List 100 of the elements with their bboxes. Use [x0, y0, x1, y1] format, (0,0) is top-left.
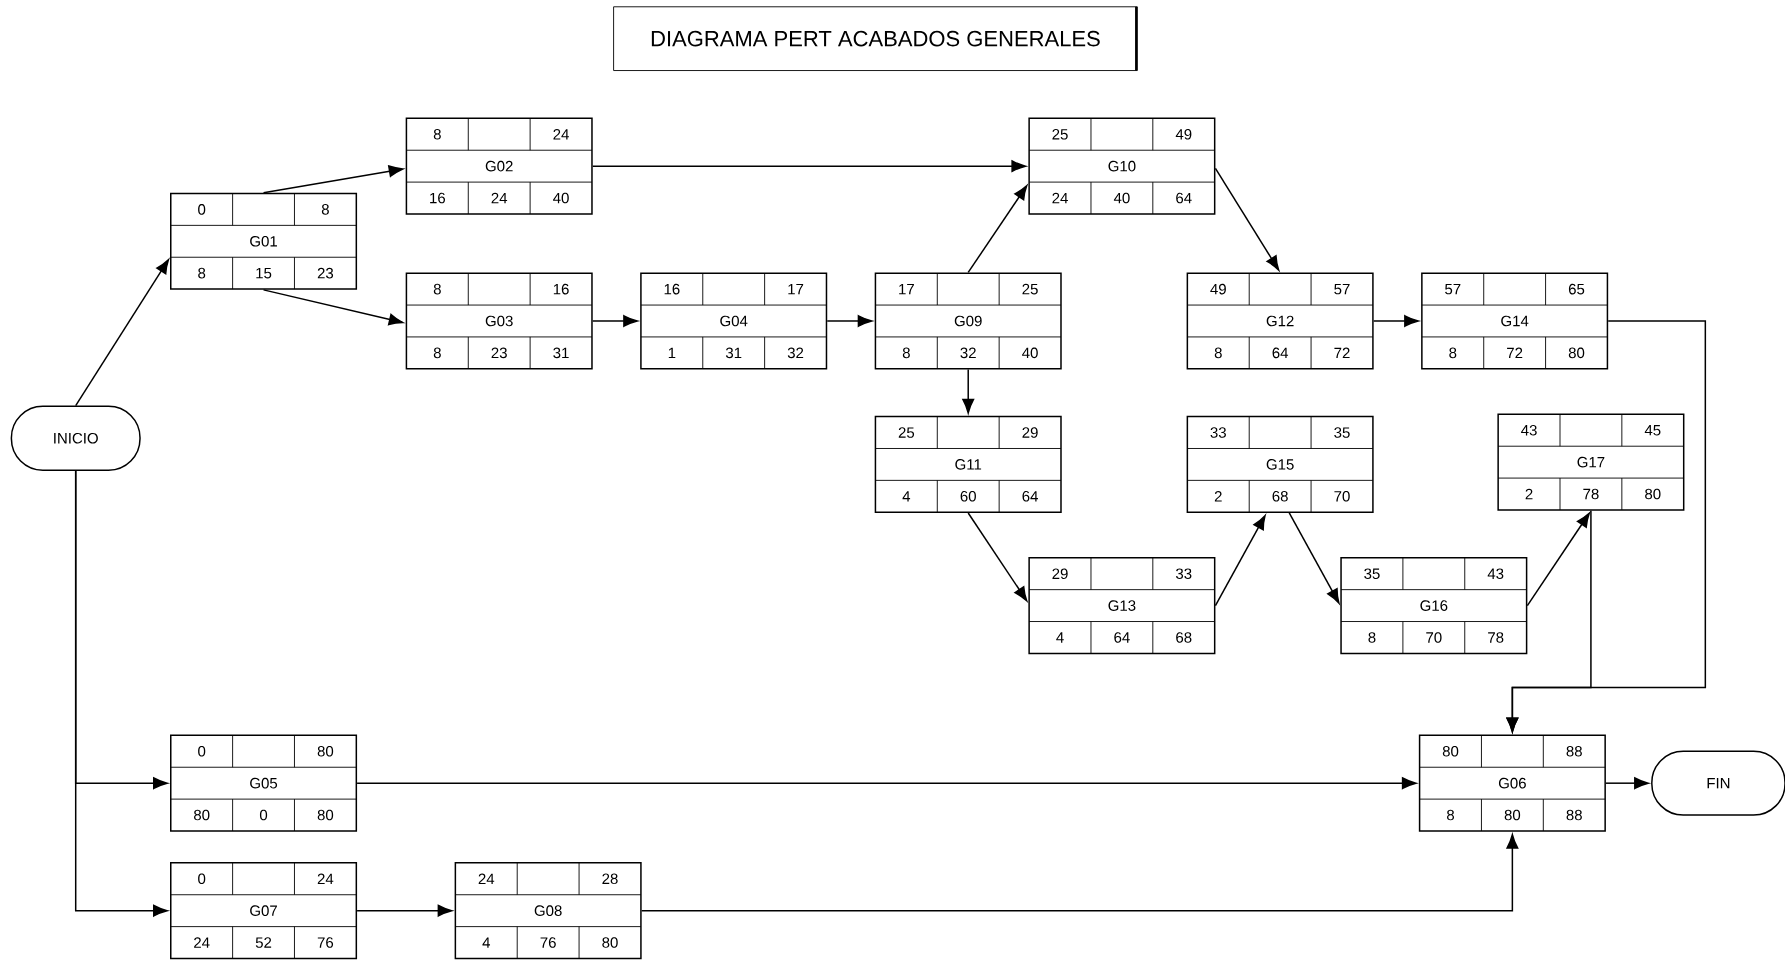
pert-box [874, 272, 1062, 370]
time-value: 8 [1368, 632, 1376, 643]
arrow [592, 160, 1027, 173]
time-value: 70 [1334, 491, 1350, 502]
time-value: 64 [1176, 192, 1192, 204]
arrow [592, 315, 638, 327]
activity-code: G08 [534, 905, 562, 916]
activity-code: G15 [1266, 459, 1294, 470]
arrow [1214, 514, 1266, 607]
time-value: 24 [553, 129, 569, 140]
time-value: 24 [491, 192, 508, 204]
activity-code: G11 [955, 459, 982, 470]
time-value: 60 [960, 491, 976, 502]
time-value: 8 [321, 204, 329, 215]
time-value: 68 [1272, 491, 1288, 502]
time-value: 88 [1566, 746, 1582, 757]
arrow [1605, 777, 1649, 790]
arrow [1526, 512, 1590, 607]
activity-code: G10 [1108, 160, 1136, 172]
arrow [1214, 167, 1280, 271]
activity-code: G13 [1108, 600, 1136, 611]
arrow [967, 512, 1028, 602]
time-value: 0 [259, 809, 268, 821]
pert-box [874, 415, 1062, 513]
activity-code: G04 [720, 315, 748, 327]
pert-box [1028, 117, 1216, 215]
time-value: 78 [1583, 488, 1599, 500]
time-value: 70 [1426, 632, 1442, 643]
activity-code: G06 [1498, 777, 1526, 789]
time-value: 16 [430, 192, 445, 204]
time-value: 29 [1022, 427, 1038, 438]
activity-code: G17 [1577, 456, 1605, 468]
arrow [356, 904, 453, 917]
time-value: 24 [1052, 192, 1068, 204]
time-value: 8 [1447, 809, 1455, 821]
time-value: 49 [1210, 283, 1226, 295]
terminal-box: INICIO [10, 405, 141, 471]
time-value: 76 [317, 937, 334, 948]
time-value: 4 [902, 491, 911, 502]
pert-box [1186, 415, 1374, 513]
time-value: 8 [902, 347, 910, 359]
activity-code: G09 [954, 315, 982, 327]
time-value: 24 [478, 873, 495, 885]
time-value: 68 [1176, 632, 1192, 643]
pert-box [1418, 734, 1606, 832]
time-value: 4 [482, 937, 490, 948]
time-value: 24 [194, 937, 210, 948]
time-value: 88 [1566, 809, 1582, 821]
time-value: 33 [1210, 427, 1226, 438]
pert-box [405, 272, 593, 370]
time-value: 25 [1052, 129, 1068, 140]
time-value: 32 [787, 347, 804, 359]
arrow [640, 834, 1519, 912]
pert-box [1028, 557, 1216, 655]
terminal-box: FIN [1651, 750, 1785, 816]
pert-box [454, 862, 642, 960]
arrow [1372, 315, 1419, 327]
activity-code: G16 [1420, 600, 1448, 611]
time-value: 43 [1487, 568, 1504, 579]
time-value: 80 [1645, 488, 1661, 500]
time-value: 64 [1272, 347, 1289, 359]
time-value: 35 [1364, 568, 1380, 579]
time-value: 8 [433, 347, 441, 359]
time-value: 80 [1568, 347, 1585, 359]
arrow [1506, 509, 1592, 733]
time-value: 16 [664, 283, 680, 295]
time-value: 80 [317, 746, 334, 757]
pert-box [170, 862, 358, 960]
time-value: 0 [198, 204, 206, 215]
time-value: 31 [553, 347, 569, 359]
time-value: 16 [553, 283, 569, 295]
time-value: 65 [1568, 283, 1585, 295]
time-value: 23 [491, 347, 507, 359]
time-value: 72 [1334, 347, 1350, 359]
time-value: 35 [1334, 427, 1350, 438]
time-value: 1 [668, 347, 676, 358]
time-value: 0 [198, 746, 206, 757]
time-value: 80 [1442, 746, 1459, 757]
time-value: 0 [198, 873, 206, 885]
arrow [262, 165, 404, 194]
time-value: 33 [1176, 568, 1192, 579]
time-value: 40 [1022, 347, 1038, 359]
time-value: 72 [1507, 347, 1523, 359]
time-value: 57 [1445, 283, 1461, 295]
pert-box [1421, 272, 1609, 370]
arrow [74, 470, 168, 917]
time-value: 2 [1214, 491, 1222, 502]
time-value: 40 [553, 192, 569, 204]
time-value: 25 [1022, 283, 1038, 295]
time-value: 29 [1052, 568, 1068, 579]
arrow [74, 259, 170, 407]
pert-box [405, 117, 593, 215]
activity-code: G01 [250, 236, 277, 247]
pert-box [170, 734, 358, 832]
arrow [356, 777, 1417, 790]
time-value: 17 [899, 283, 914, 295]
time-value: 52 [255, 937, 272, 948]
time-value: 80 [194, 809, 210, 821]
activity-code: G05 [250, 777, 278, 789]
time-value: 28 [602, 873, 618, 885]
